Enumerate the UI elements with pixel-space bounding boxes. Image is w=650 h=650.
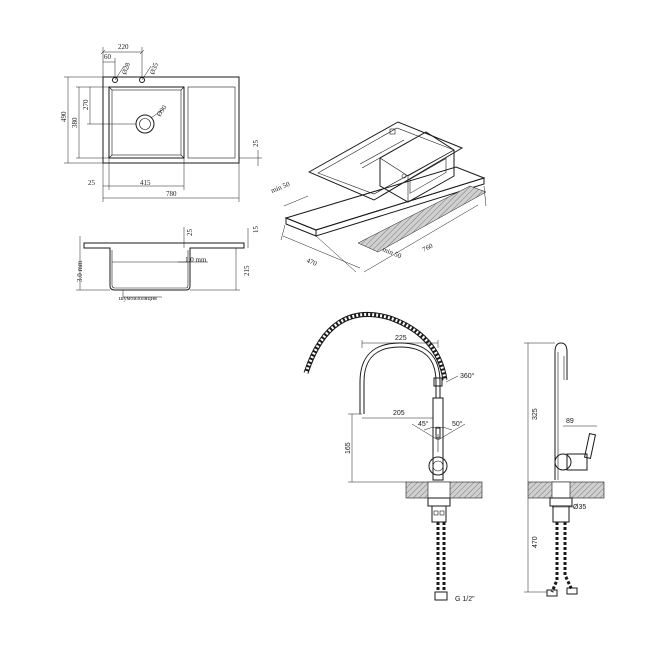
dim-270: 270 xyxy=(82,99,90,110)
bowl-window xyxy=(409,158,447,194)
dim-220: 220 xyxy=(118,43,129,51)
sink-bowl-inner xyxy=(111,89,182,156)
sink-bowl xyxy=(379,131,455,203)
dim-f-205: 205 xyxy=(393,410,405,417)
dim-f-50: 50° xyxy=(452,420,463,428)
dim-iso-760: 760 xyxy=(421,242,434,254)
dim-sec-25: 25 xyxy=(186,229,194,237)
tap-hole-35 xyxy=(139,77,145,83)
dim-780: 780 xyxy=(166,190,177,198)
dim-f-45: 45° xyxy=(418,420,429,428)
dim-sec-1mm: 1.0 mm xyxy=(185,256,207,264)
sink-drainboard xyxy=(187,86,236,159)
dim-d35: Ø35 xyxy=(148,61,160,76)
dim-f-360: 360° xyxy=(460,372,475,380)
drain-inner xyxy=(139,118,151,130)
iso-tap-hole xyxy=(389,128,396,135)
faucet-handle-core xyxy=(432,460,444,472)
sink-bowl-outer xyxy=(108,86,185,159)
side-counter-hole xyxy=(551,481,571,499)
dim-f-thread: G 1/2" xyxy=(455,596,475,603)
side-lever xyxy=(583,433,597,459)
front-counter-hole xyxy=(427,481,451,499)
faucet-handle-base xyxy=(428,456,448,476)
countertop-front xyxy=(285,217,317,237)
dim-380: 380 xyxy=(71,117,79,128)
side-fitting-1 xyxy=(546,589,558,597)
lever xyxy=(435,427,441,439)
faucet-side-view: 325 89 Ø35 470 xyxy=(524,342,605,597)
side-spout xyxy=(554,342,568,480)
side-fitting-2 xyxy=(566,587,578,595)
sink-iso-view: min 50 470 760 min 50 xyxy=(270,121,487,273)
faucet-front-view: 45° 50° G 1/2" 225 360° 205 165 xyxy=(303,312,483,603)
side-mount-nut xyxy=(549,497,573,507)
dim-s-325: 325 xyxy=(532,408,539,420)
dim-l25: 25 xyxy=(88,179,96,187)
spout-outer xyxy=(359,342,441,414)
hose-inner xyxy=(304,313,447,381)
swivel-ring xyxy=(433,377,443,387)
dim-iso-470: 470 xyxy=(305,256,318,268)
dim-s-89: 89 xyxy=(566,418,574,425)
iso-drain xyxy=(401,173,407,179)
section-inner xyxy=(111,250,189,289)
dim-60: 60 xyxy=(104,53,112,61)
faucet-body xyxy=(432,397,444,481)
dim-sec-3mm: 3.0 mm xyxy=(76,260,84,282)
dim-490: 490 xyxy=(60,111,68,122)
sink-outline xyxy=(102,76,240,164)
side-mount-stud xyxy=(552,505,570,523)
spout-inner xyxy=(360,343,440,414)
side-hose-2 xyxy=(563,522,574,591)
sec-note-insulation: шумоизоляция xyxy=(119,296,157,302)
dim-d90: Ø90 xyxy=(155,103,169,118)
dim-f-225: 225 xyxy=(395,335,407,342)
dim-d28: Ø28 xyxy=(120,61,132,76)
sink-top-view: Ø90 220 60 Ø28 Ø35 490 380 270 25 xyxy=(60,43,262,202)
dim-iso-min50a: min 50 xyxy=(270,180,292,195)
dim-415: 415 xyxy=(140,179,151,187)
dim-sec-215: 215 xyxy=(243,265,251,276)
dim-sec-15: 15 xyxy=(252,226,260,234)
side-handle xyxy=(554,453,572,471)
sink-top-inner xyxy=(317,127,455,195)
mount-nut xyxy=(427,497,451,507)
dim-s-d35: Ø35 xyxy=(573,504,586,511)
section-profile xyxy=(83,242,245,291)
countertop-side xyxy=(315,177,485,237)
countertop-cut xyxy=(357,185,487,253)
sink-section-view: 3.0 mm 1.0 mm 25 15 215 шумоизоляция xyxy=(76,226,260,302)
hose-fitting xyxy=(434,591,448,601)
dim-f-165: 165 xyxy=(345,442,352,454)
side-hose-1 xyxy=(550,522,559,593)
sink-top-frame xyxy=(307,121,464,201)
dim-iso-min50b: min 50 xyxy=(381,245,403,260)
dim-r25: 25 xyxy=(252,140,260,148)
tap-hole-28 xyxy=(112,77,118,83)
dim-s-470: 470 xyxy=(532,536,539,548)
side-lever-body xyxy=(566,453,588,471)
hose-outer xyxy=(303,312,448,381)
